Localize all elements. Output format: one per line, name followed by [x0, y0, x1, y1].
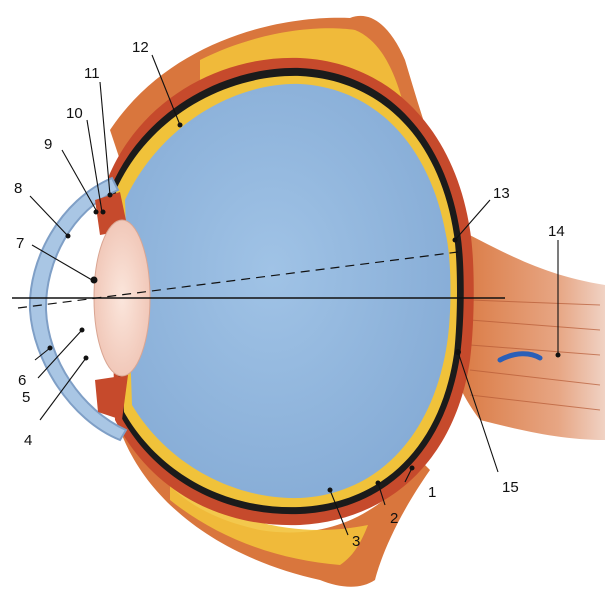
- label-11: 11: [84, 65, 100, 82]
- label-15: 15: [502, 479, 519, 496]
- label-13: 13: [493, 185, 510, 202]
- label-2: 2: [390, 510, 398, 527]
- label-5: 5: [22, 389, 30, 406]
- label-10: 10: [66, 105, 83, 122]
- nerve-fibers: [469, 299, 601, 411]
- cornea: [28, 176, 128, 442]
- label-8: 8: [14, 180, 22, 197]
- label-12: 12: [132, 39, 149, 56]
- label-7: 7: [16, 235, 24, 252]
- iris-lower: [95, 375, 128, 420]
- label-6: 6: [18, 372, 26, 389]
- central-retinal-vessel: [497, 351, 543, 363]
- leaders: [29, 54, 559, 536]
- lower-fat: [170, 485, 368, 565]
- vitreous-body: [125, 83, 451, 499]
- label-1: 1: [428, 484, 436, 501]
- optic-nerve: [450, 225, 605, 440]
- upper-fat: [200, 28, 405, 111]
- label-4: 4: [24, 432, 32, 449]
- marker-dots: [47, 122, 561, 493]
- label-9: 9: [44, 136, 52, 153]
- label-14: 14: [548, 223, 565, 240]
- label-3: 3: [352, 533, 360, 550]
